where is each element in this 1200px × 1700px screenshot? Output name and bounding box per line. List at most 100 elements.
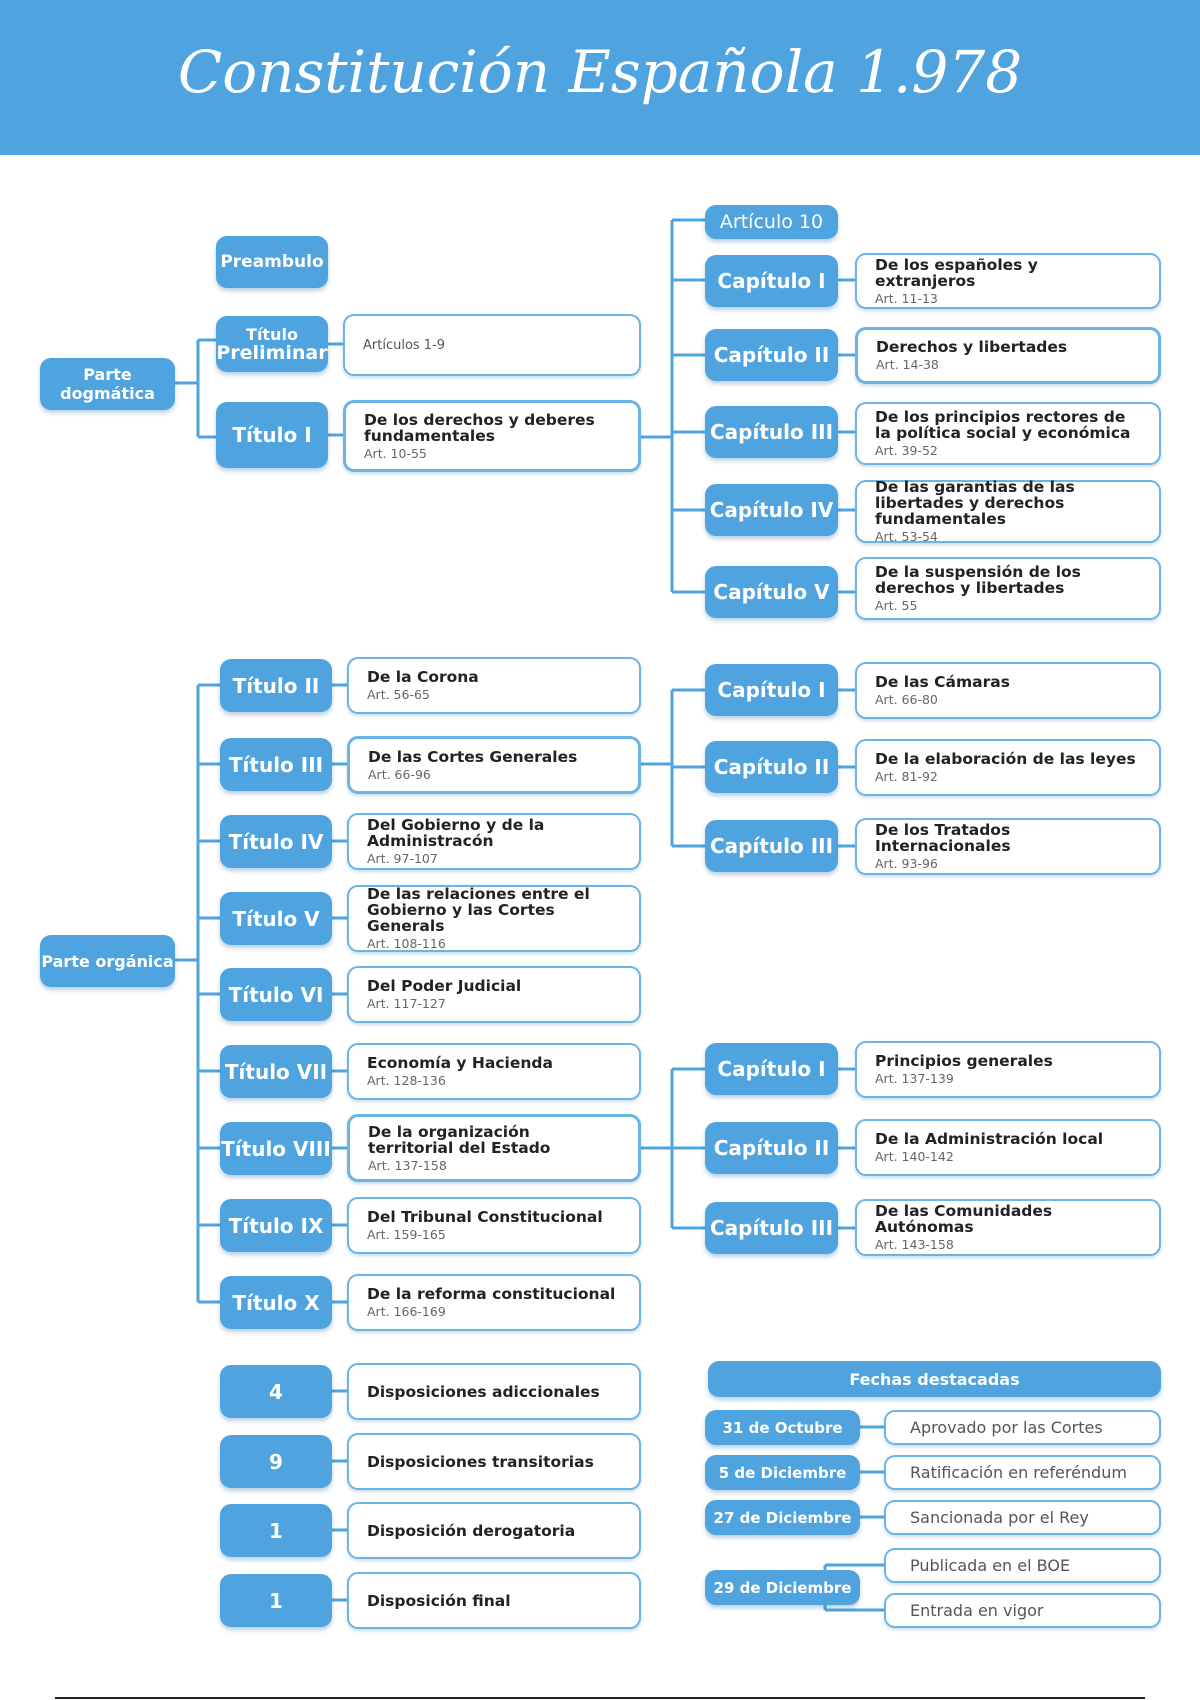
titulo-ii-desc: De la Corona Art. 56-65 <box>347 657 641 714</box>
titulo-vii-desc: Economía y Hacienda Art. 128-136 <box>347 1043 641 1100</box>
titulo-preliminar-articles: Artículos 1-9 <box>363 337 446 353</box>
titulo-ix-title: Del Tribunal Constitucional <box>367 1208 603 1226</box>
dog-capitulo-4-title: De las garantias de las libertades y der… <box>875 478 1075 528</box>
dog-capitulo-2-art: Art. 14-38 <box>876 357 939 372</box>
titulo-iv-art: Art. 97-107 <box>367 851 438 866</box>
titulo-x-art: Art. 166-169 <box>367 1304 446 1319</box>
titulo-iii-art: Art. 66-96 <box>368 766 431 782</box>
titulo-viii-node: Título VIII <box>220 1122 332 1175</box>
disposicion-3-count: 1 <box>220 1504 332 1557</box>
fechas-header: Fechas destacadas <box>708 1361 1161 1397</box>
titulo-preliminar-line2: Preliminar <box>216 342 328 364</box>
cortes-capitulo-2-desc: De la elaboración de las leyes Art. 81-9… <box>855 739 1161 796</box>
disposicion-1-desc: Disposiciones adiccionales <box>347 1363 641 1420</box>
fecha-2-text: Ratificación en referéndum <box>910 1463 1127 1482</box>
disposicion-3-label: Disposición derogatoria <box>367 1521 576 1540</box>
territorial-capitulo-1-node: Capítulo I <box>705 1043 838 1095</box>
dog-capitulo-1-node: Capítulo I <box>705 255 838 307</box>
titulo-ii-art: Art. 56-65 <box>367 687 430 702</box>
dog-capitulo-2-desc: Derechos y libertades Art. 14-38 <box>855 327 1161 384</box>
titulo-viii-title: De la organización territorial del Estad… <box>368 1122 551 1157</box>
fecha-4-date: 29 de Diciembre <box>705 1570 860 1605</box>
titulo-v-node: Título V <box>220 892 332 945</box>
titulo-viii-art: Art. 137-158 <box>368 1157 447 1173</box>
header-banner: Constitución Española 1.978 <box>0 0 1200 155</box>
titulo-v-art: Art. 108-116 <box>367 936 446 951</box>
territorial-capitulo-1-art: Art. 137-139 <box>875 1071 954 1086</box>
dog-capitulo-1-title: De los españoles y extranjeros <box>875 255 1038 290</box>
parte-dogmatica-node: Parte dogmática <box>40 358 175 410</box>
titulo-iii-desc: De las Cortes Generales Art. 66-96 <box>347 736 641 794</box>
cortes-capitulo-2-art: Art. 81-92 <box>875 769 938 784</box>
disposicion-2-count: 9 <box>220 1435 332 1488</box>
titulo-ii-title: De la Corona <box>367 668 479 686</box>
cortes-capitulo-3-title: De los Tratados Internacionales <box>875 821 1011 855</box>
titulo-iii-title: De las Cortes Generales <box>368 747 578 766</box>
titulo-iv-desc: Del Gobierno y de la Administracón Art. … <box>347 813 641 870</box>
territorial-capitulo-3-title: De las Comunidades Autónomas <box>875 1202 1053 1236</box>
dog-capitulo-5-node: Capítulo V <box>705 566 838 618</box>
fecha-4-text-2: Entrada en vigor <box>910 1601 1044 1620</box>
disposicion-1-count: 4 <box>220 1365 332 1418</box>
territorial-capitulo-3-desc: De las Comunidades Autónomas Art. 143-15… <box>855 1199 1161 1256</box>
cortes-capitulo-2-title: De la elaboración de las leyes <box>875 750 1136 768</box>
cortes-capitulo-3-desc: De los Tratados Internacionales Art. 93-… <box>855 818 1161 875</box>
titulo-vi-title: Del Poder Judicial <box>367 977 522 995</box>
dog-capitulo-4-desc: De las garantias de las libertades y der… <box>855 478 1161 544</box>
footer-divider <box>55 1697 1145 1699</box>
territorial-capitulo-2-art: Art. 140-142 <box>875 1149 954 1164</box>
dog-capitulo-2-title: Derechos y libertades <box>876 338 1068 356</box>
disposicion-4-desc: Disposición final <box>347 1572 641 1629</box>
disposicion-4-label: Disposición final <box>367 1591 511 1610</box>
fecha-4-text: Publicada en el BOE <box>910 1556 1071 1575</box>
territorial-capitulo-2-title: De la Administración local <box>875 1130 1104 1148</box>
dog-capitulo-3-art: Art. 39-52 <box>875 443 938 458</box>
fecha-3-desc: Sancionada por el Rey <box>884 1500 1161 1535</box>
titulo-vi-node: Título VI <box>220 968 332 1021</box>
cortes-capitulo-2-node: Capítulo II <box>705 741 838 793</box>
cortes-capitulo-1-desc: De las Cámaras Art. 66-80 <box>855 662 1161 719</box>
fecha-4-desc: Publicada en el BOE <box>884 1548 1161 1583</box>
fecha-1-date: 31 de Octubre <box>705 1410 860 1445</box>
titulo-x-title: De la reforma constitucional <box>367 1285 616 1303</box>
fecha-4-desc-2: Entrada en vigor <box>884 1593 1161 1628</box>
titulo-v-desc: De las relaciones entre el Gobierno y la… <box>347 885 641 952</box>
territorial-capitulo-2-desc: De la Administración local Art. 140-142 <box>855 1119 1161 1176</box>
fecha-3-date: 27 de Diciembre <box>705 1500 860 1535</box>
fecha-1-desc: Aprovado por las Cortes <box>884 1410 1161 1445</box>
dog-capitulo-3-node: Capítulo III <box>705 406 838 458</box>
disposicion-2-desc: Disposiciones transitorias <box>347 1433 641 1490</box>
dog-capitulo-3-desc: De los principios rectores de la polític… <box>855 402 1161 465</box>
territorial-capitulo-2-node: Capítulo II <box>705 1122 838 1174</box>
territorial-capitulo-3-node: Capítulo III <box>705 1202 838 1254</box>
titulo-preliminar-desc: Artículos 1-9 <box>343 314 641 376</box>
dog-capitulo-5-title: De la suspensión de los derechos y liber… <box>875 563 1081 597</box>
titulo-vii-title: Economía y Hacienda <box>367 1054 553 1072</box>
disposicion-3-desc: Disposición derogatoria <box>347 1502 641 1559</box>
fecha-1-text: Aprovado por las Cortes <box>910 1418 1103 1437</box>
disposicion-1-label: Disposiciones adiccionales <box>367 1382 600 1401</box>
dog-capitulo-4-art: Art. 53-54 <box>875 529 938 544</box>
fecha-3-text: Sancionada por el Rey <box>910 1508 1089 1527</box>
dog-capitulo-1-art: Art. 11-13 <box>875 290 938 306</box>
titulo-i-title: De los derechos y deberes fundamentales <box>364 410 595 445</box>
titulo-vii-node: Título VII <box>220 1045 332 1098</box>
dog-capitulo-3-title: De los principios rectores de la polític… <box>875 408 1131 442</box>
titulo-preliminar-node: Título Preliminar <box>216 316 328 372</box>
titulo-iv-node: Título IV <box>220 815 332 868</box>
articulo-10-node: Artículo 10 <box>705 205 838 239</box>
titulo-viii-desc: De la organización territorial del Estad… <box>347 1114 641 1182</box>
titulo-i-desc: De los derechos y deberes fundamentales … <box>343 400 641 472</box>
titulo-x-desc: De la reforma constitucional Art. 166-16… <box>347 1274 641 1331</box>
titulo-ix-art: Art. 159-165 <box>367 1227 446 1242</box>
cortes-capitulo-3-node: Capítulo III <box>705 820 838 872</box>
preambulo-node: Preambulo <box>216 236 328 288</box>
titulo-i-node: Título I <box>216 402 328 468</box>
territorial-capitulo-3-art: Art. 143-158 <box>875 1237 954 1252</box>
titulo-ix-desc: Del Tribunal Constitucional Art. 159-165 <box>347 1197 641 1254</box>
titulo-vi-desc: Del Poder Judicial Art. 117-127 <box>347 966 641 1023</box>
titulo-v-title: De las relaciones entre el Gobierno y la… <box>367 885 590 935</box>
titulo-x-node: Título X <box>220 1276 332 1329</box>
territorial-capitulo-1-desc: Principios generales Art. 137-139 <box>855 1041 1161 1098</box>
